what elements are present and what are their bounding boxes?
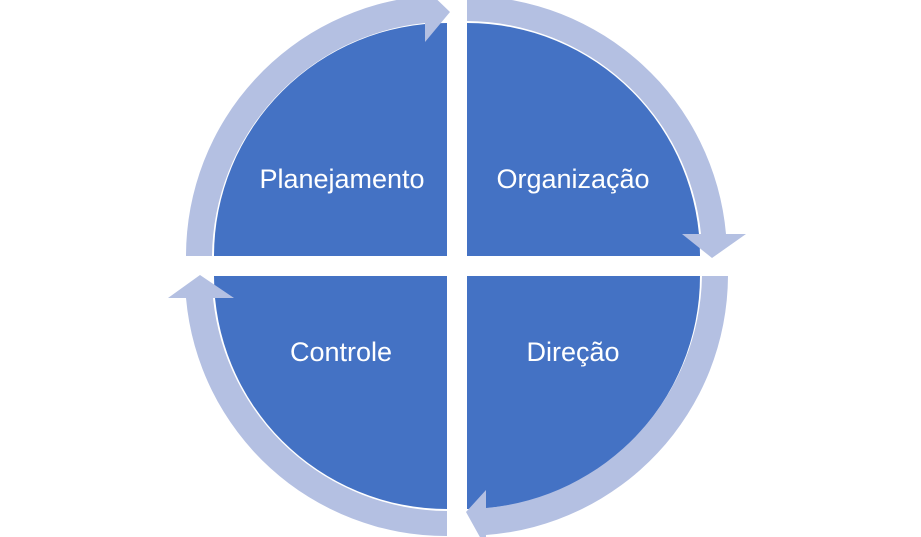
arrow-controle-to-planejamento (168, 275, 447, 537)
label-controle: Controle (290, 337, 392, 367)
label-planejamento: Planejamento (259, 164, 424, 194)
arrow-planejamento-to-organizacao (186, 0, 450, 256)
quadrant-controle (214, 276, 447, 509)
label-organizacao: Organização (496, 164, 649, 194)
quadrant-organizacao (467, 23, 700, 256)
arrow-organizacao-to-direcao (467, 0, 746, 258)
quadrant-planejamento (214, 23, 447, 256)
label-direcao: Direção (526, 337, 619, 367)
quadrant-direcao (467, 276, 700, 509)
arrow-direcao-to-controle (466, 276, 728, 537)
